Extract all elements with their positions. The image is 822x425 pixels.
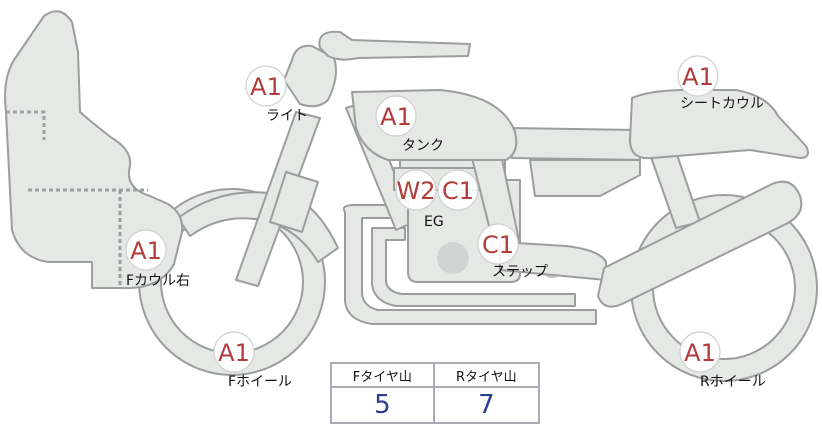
part-seat-cowl: A1 シートカウル: [677, 55, 764, 112]
side-cover: [529, 159, 641, 197]
frame-rail: [509, 127, 641, 161]
grade-rear-wheel: A1: [684, 339, 716, 367]
tire-tread-table: Fタイヤ山 Rタイヤ山 5 7: [330, 362, 541, 424]
label-rear-wheel: Rホイール: [700, 374, 766, 390]
part-front-wheel: A1 Fホイール: [213, 331, 292, 390]
grade-seat-cowl: A1: [682, 63, 714, 91]
label-front-wheel: Fホイール: [228, 374, 292, 390]
part-engine: W2 C1 EG: [395, 169, 479, 230]
headlight: [283, 44, 337, 108]
front-cowl: [4, 10, 184, 290]
grade-front-cowl-right: A1: [130, 237, 162, 265]
label-light: ライト: [266, 108, 308, 124]
grade-tank: A1: [380, 103, 412, 131]
front-cowl-line-h1: [6, 110, 46, 140]
label-tank: タンク: [402, 138, 444, 154]
grade-engine-2: C1: [442, 177, 474, 205]
grade-front-wheel: A1: [218, 339, 250, 367]
label-seat-cowl: シートカウル: [680, 96, 764, 112]
part-tank: A1 タンク: [375, 95, 444, 154]
label-front-cowl-right: Fカウル右: [126, 273, 190, 289]
exhaust-pipe: [342, 204, 597, 325]
rear-tire-header: Rタイヤ山: [432, 362, 541, 388]
part-rear-wheel: A1 Rホイール: [679, 331, 766, 390]
label-step: ステップ: [492, 264, 548, 280]
front-tire-header: Fタイヤ山: [330, 362, 435, 388]
part-light: A1 ライト: [245, 65, 308, 124]
seat-cowl: [629, 89, 809, 160]
fork-slider: [269, 171, 319, 233]
engine-cover: [437, 242, 469, 274]
label-engine: EG: [424, 214, 444, 230]
exhaust-pipe-2: [371, 227, 576, 307]
front-tire-value: 5: [330, 386, 435, 424]
grade-step: C1: [482, 231, 514, 259]
swingarm-right: [597, 180, 803, 308]
part-step: C1 ステップ: [477, 223, 548, 280]
grade-engine-1: W2: [397, 177, 436, 205]
handlebar: [318, 30, 471, 61]
part-front-cowl-right: A1 Fカウル右: [125, 229, 190, 289]
grade-light: A1: [250, 73, 282, 101]
rear-tire-value: 7: [432, 386, 541, 424]
